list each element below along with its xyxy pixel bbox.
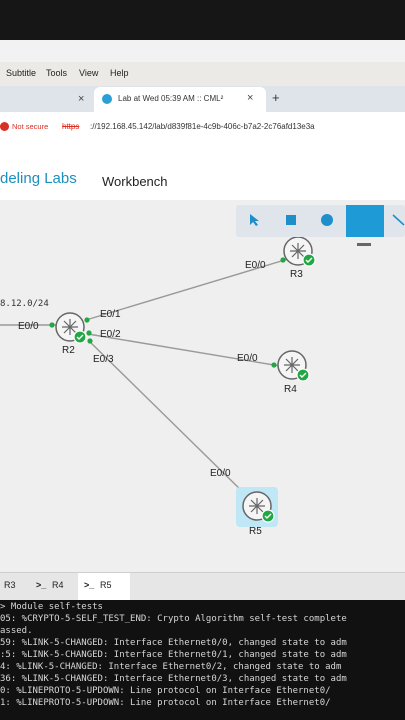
interface-label: E0/0: [18, 321, 39, 332]
line-tool-icon[interactable]: [392, 214, 405, 226]
pointer-tool-icon[interactable]: [248, 213, 260, 227]
app-header: deling Labs Workbench: [0, 142, 405, 201]
browser-tab-previous[interactable]: ×: [0, 88, 92, 112]
interface-label: E0/1: [100, 309, 121, 320]
interface-label: E0/3: [93, 354, 114, 365]
node-label: R3: [290, 269, 303, 280]
console-line: 59: %LINK-5-CHANGED: Interface Ethernet0…: [0, 638, 347, 648]
rectangle-tool-icon[interactable]: [286, 215, 296, 225]
topology-svg: 8.12.0/24 E0/0 E0/1 E0/2 E0/3 E0/0 E0/0 …: [0, 236, 316, 537]
url-text: ://192.168.45.142/lab/d839f81e-4c9b-406c…: [90, 122, 315, 131]
console-line: 36: %LINK-5-CHANGED: Interface Ethernet0…: [0, 674, 347, 684]
menu-bar: Subtitle Tools View Help: [0, 62, 405, 87]
console-line: 1: %LINEPROTO-5-UPDOWN: Line protocol on…: [0, 698, 331, 708]
workbench-link[interactable]: Workbench: [102, 174, 168, 189]
node-label: R4: [284, 384, 297, 395]
status-ok-icon: [73, 330, 87, 344]
console-tab-active-bg: [78, 573, 130, 601]
close-icon[interactable]: ×: [78, 93, 85, 105]
status-ok-icon: [261, 509, 275, 523]
active-tool-button[interactable]: [346, 205, 384, 237]
link-r2-r3[interactable]: [85, 258, 289, 321]
address-bar[interactable]: Not secure https ://192.168.45.142/lab/d…: [0, 112, 405, 143]
brand-title: deling Labs: [0, 170, 77, 187]
menu-help[interactable]: Help: [110, 68, 129, 78]
router-r4[interactable]: [277, 350, 310, 382]
browser-tab-active[interactable]: Lab at Wed 05:39 AM :: CML² ×: [94, 87, 266, 112]
menu-view[interactable]: View: [79, 68, 99, 78]
security-indicator[interactable]: Not secure: [12, 122, 49, 131]
toolbar-handle[interactable]: [357, 243, 371, 246]
topology-canvas[interactable]: 8.12.0/24 E0/0 E0/1 E0/2 E0/3 E0/0 E0/0 …: [0, 200, 405, 572]
interface-dot: [87, 338, 93, 344]
console-line: 4: %LINK-5-CHANGED: Interface Ethernet0/…: [0, 662, 342, 672]
menu-tools[interactable]: Tools: [46, 68, 68, 78]
status-ok-icon: [296, 368, 310, 382]
tab-title: Lab at Wed 05:39 AM :: CML²: [118, 94, 224, 103]
close-icon[interactable]: ×: [247, 92, 254, 104]
console-tab-bar: R3 >_ R4 >_ R5: [0, 572, 405, 601]
interface-dot: [49, 322, 55, 328]
interface-dot: [280, 257, 286, 263]
router-icon: [290, 243, 306, 259]
router-r2[interactable]: [55, 312, 87, 344]
console-line: :5: %LINK-5-CHANGED: Interface Ethernet0…: [0, 650, 347, 660]
link-r2-r4[interactable]: [87, 333, 281, 367]
terminal-icon: >_: [84, 580, 95, 590]
menu-subtitle[interactable]: Subtitle: [6, 68, 37, 78]
interface-label: E0/0: [237, 353, 258, 364]
router-icon: [62, 319, 78, 335]
interface-label: E0/2: [100, 329, 121, 340]
link-r2-r5[interactable]: [87, 339, 249, 498]
browser-tab-bar: × Lab at Wed 05:39 AM :: CML² × +: [0, 86, 405, 112]
console-line: assed.: [0, 626, 33, 636]
router-r3[interactable]: [283, 236, 316, 267]
subnet-label: 8.12.0/24: [0, 299, 49, 309]
interface-dot: [84, 317, 90, 323]
interface-label: E0/0: [245, 260, 266, 271]
interface-dot: [86, 330, 92, 336]
router-icon: [284, 357, 300, 373]
console-tab-r5[interactable]: R5: [100, 580, 112, 590]
router-r5[interactable]: [236, 487, 278, 527]
console-tab-r4[interactable]: R4: [52, 580, 64, 590]
router-icon: [249, 498, 265, 514]
favicon-icon: [102, 94, 112, 104]
new-tab-button[interactable]: +: [272, 90, 280, 105]
status-ok-icon: [302, 253, 316, 267]
node-label: R2: [62, 345, 75, 356]
warning-icon: [0, 122, 9, 131]
console-tab-r3[interactable]: R3: [4, 580, 16, 590]
console-line: 05: %CRYPTO-5-SELF_TEST_END: Crypto Algo…: [0, 614, 347, 624]
node-label: R5: [249, 526, 262, 537]
console-output[interactable]: > Module self-tests 05: %CRYPTO-5-SELF_T…: [0, 600, 405, 720]
console-line: 0: %LINEPROTO-5-UPDOWN: Line protocol on…: [0, 686, 331, 696]
terminal-icon: >_: [36, 580, 47, 590]
interface-label: E0/0: [210, 468, 231, 479]
interface-dot: [271, 362, 277, 368]
monitor-bezel: [0, 0, 405, 40]
url-scheme: https: [62, 122, 80, 131]
console-line: > Module self-tests: [0, 602, 103, 612]
ellipse-tool-icon[interactable]: [321, 214, 333, 226]
